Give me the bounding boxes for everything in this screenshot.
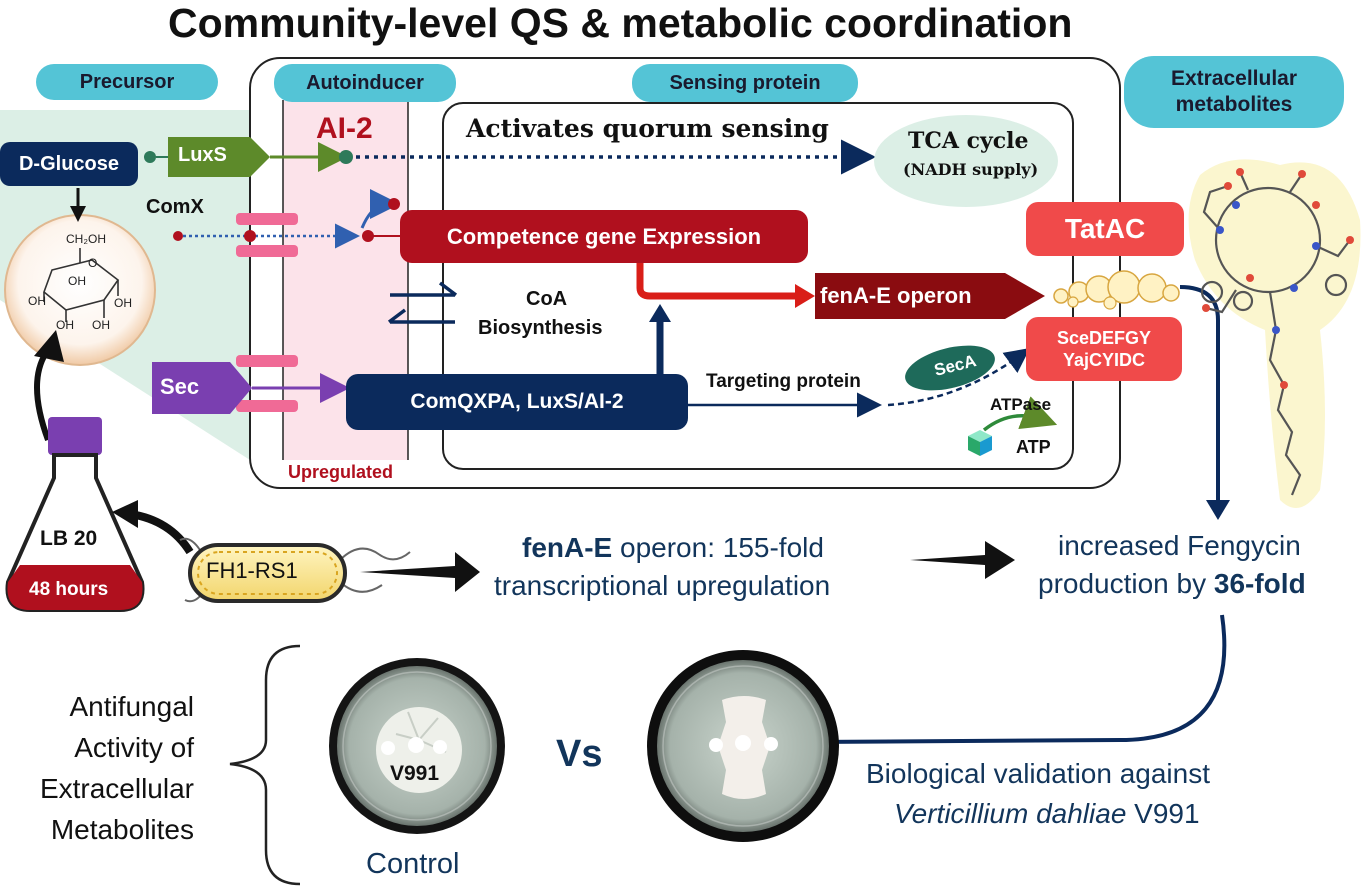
control-caption: Control — [366, 848, 460, 880]
flask-medium-label: LB 20 — [40, 527, 98, 550]
fengycin-result-line1: increased Fengycin — [1058, 530, 1301, 561]
fena-result-line1: fenA-E operon: 155-fold — [522, 532, 824, 564]
extracellular-line2: metabolites — [1175, 93, 1293, 116]
antifungal-line4: Metabolites — [50, 814, 194, 845]
atp-cube-icon — [968, 430, 992, 456]
glucose-oh: OH — [28, 294, 46, 308]
bacterium-illustration — [179, 537, 411, 603]
upregulated-label: Upregulated — [288, 462, 394, 482]
header-sensing-protein: Sensing protein — [632, 64, 858, 102]
activates-qs-label: Activates quorum sensing — [466, 114, 829, 143]
strain-to-flask-arrow — [129, 510, 194, 555]
sce-yaj-box: SceDEFGY YajCYIDC — [1026, 317, 1182, 381]
treatment-plate-illustration — [647, 650, 839, 842]
comqxpa-box: ComQXPA, LuxS/AI-2 — [346, 374, 688, 430]
fengycin-to-plate-arrow — [809, 614, 1227, 744]
glucose-ch2oh: CH₂OH — [66, 232, 106, 246]
ai2-label: AI-2 — [316, 112, 373, 145]
glucose-oh: OH — [56, 318, 74, 332]
targeting-protein-label: Targeting protein — [706, 371, 861, 392]
tatac-box: TatAC — [1026, 202, 1184, 256]
validation-line1: Biological validation against — [866, 758, 1210, 789]
competence-gene-expression-box: Competence gene Expression — [400, 210, 808, 263]
validation-species: Verticillium dahliae — [894, 798, 1127, 829]
antifungal-label: Antifungal Activity of Extracellular Met… — [0, 686, 194, 850]
antifungal-line2: Activity of — [74, 732, 194, 763]
header-extracellular-metabolites: Extracellular metabolites — [1124, 56, 1344, 128]
atpase-label: ATPase — [990, 395, 1052, 414]
glucose-ring — [43, 248, 120, 322]
bacterium-to-fena-arrow — [360, 552, 480, 592]
tca-cycle-ellipse — [874, 115, 1058, 207]
fena-to-fengycin-arrow — [910, 541, 1015, 579]
vs-label: Vs — [556, 733, 603, 775]
comx-label: ComX — [146, 196, 204, 218]
ai2-dot — [339, 150, 353, 164]
membrane-channel — [236, 213, 298, 225]
antifungal-line3: Extracellular — [39, 773, 194, 804]
flask-to-glucose-arrow — [34, 348, 51, 442]
membrane-channel — [236, 400, 298, 412]
comx-phosphorylation-arrow — [360, 189, 400, 229]
coa-forward-arrow — [390, 281, 458, 297]
atp-label: ATP — [1016, 437, 1051, 457]
fena-operon-shape — [815, 273, 1045, 319]
antifungal-brace — [229, 644, 301, 886]
sce-line2: YajCYIDC — [1062, 350, 1146, 370]
validation-strain: V991 — [1126, 798, 1200, 829]
coa-backward-arrow — [387, 308, 455, 324]
atpase-curved-arrow — [982, 396, 1058, 432]
fengycin-result-bold: 36-fold — [1213, 568, 1306, 599]
comx-membrane-dot — [244, 230, 256, 242]
glucose-ring-o: O — [88, 256, 98, 270]
luxs-label: LuxS — [178, 144, 227, 166]
d-glucose-box: D-Glucose — [0, 142, 138, 186]
header-autoinducer: Autoinducer — [274, 64, 456, 102]
fena-result-bold: fenA-E — [522, 532, 613, 563]
lb-flask-illustration — [5, 417, 145, 612]
flask-time-label: 48 hours — [29, 579, 109, 600]
page-title: Community-level QS & metabolic coordinat… — [168, 0, 1073, 46]
sec-label: Sec — [160, 374, 200, 399]
targeting-dashed-arrow — [887, 348, 1031, 407]
sec-shape — [152, 362, 252, 414]
validation-line2: Verticillium dahliae V991 — [894, 798, 1200, 830]
glucose-oh: OH — [92, 318, 110, 332]
membrane-channel — [236, 355, 298, 367]
glucose-oh: OH — [68, 274, 86, 288]
fena-result-rest: operon: 155-fold — [612, 532, 824, 563]
comx-dot — [173, 231, 183, 241]
control-plate-label: V991 — [390, 762, 440, 785]
fena-result-line2: transcriptional upregulation — [494, 570, 831, 601]
extracellular-line1: Extracellular — [1170, 67, 1298, 90]
membrane-channel — [236, 245, 298, 257]
fengycin-molecule-illustration — [1188, 159, 1361, 508]
luxs-shape — [168, 137, 270, 177]
fengycin-result-line2: production by 36-fold — [1038, 568, 1306, 600]
luxs-dot — [144, 151, 156, 163]
coa-line2: Biosynthesis — [478, 317, 603, 339]
secretion-bubbles — [1053, 270, 1180, 310]
seca-ellipse — [905, 345, 995, 391]
coa-line1: CoA — [526, 288, 568, 310]
sce-line1: SceDEFGY — [1056, 328, 1152, 348]
glucose-oh: OH — [114, 296, 132, 310]
header-precursor: Precursor — [36, 64, 218, 100]
competence-to-fena-arrow — [636, 262, 795, 300]
tca-nadh-label: (NADH supply) — [903, 160, 1039, 179]
tca-cycle-label: TCA cycle — [908, 128, 1029, 154]
strain-label: FH1-RS1 — [206, 558, 298, 583]
fengycin-result-text: production by — [1038, 568, 1214, 599]
fena-operon-label: fenA-E operon — [820, 283, 972, 308]
extracellular-to-fengycin-arrow — [1179, 285, 1220, 503]
control-plate-illustration — [329, 658, 505, 834]
antifungal-line1: Antifungal — [69, 691, 194, 722]
